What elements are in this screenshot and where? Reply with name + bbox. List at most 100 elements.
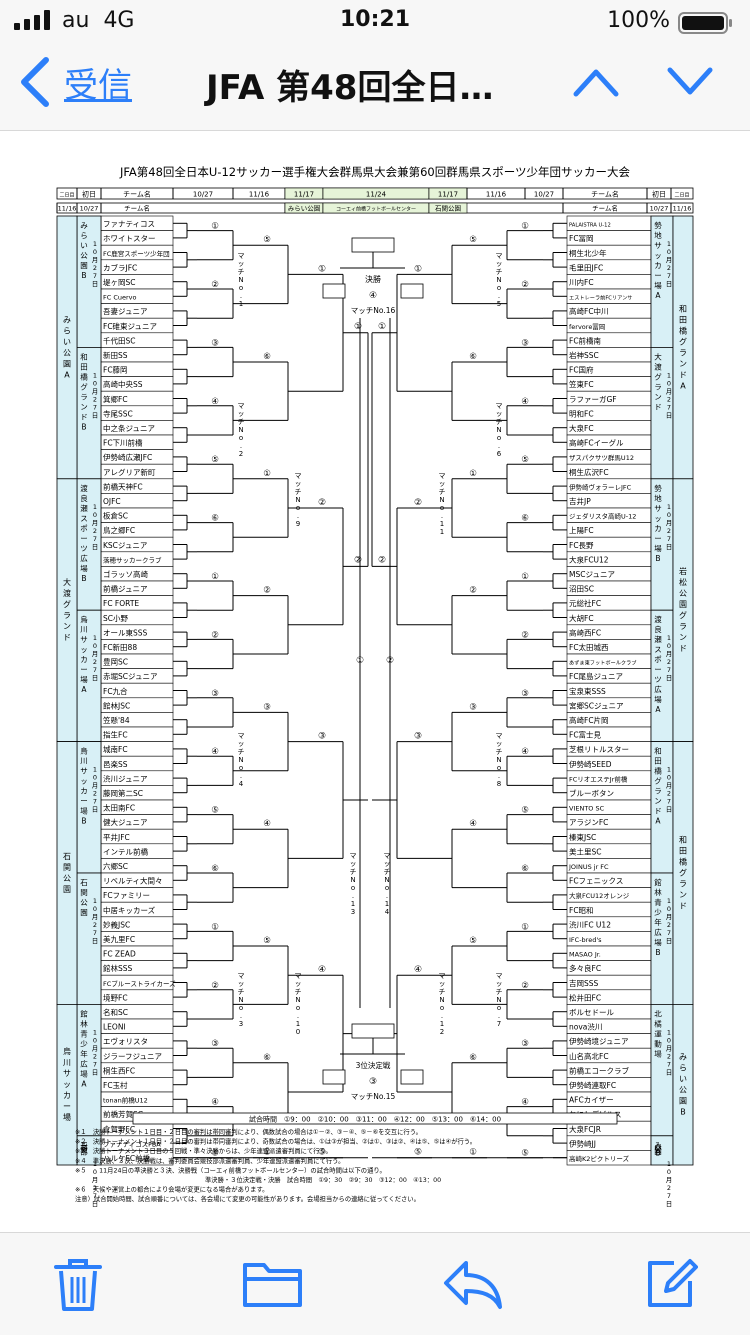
previous-message-icon[interactable] [572, 66, 620, 98]
venue-outer-char: 大 [63, 577, 71, 587]
venue-char: サ [654, 504, 662, 513]
match-label-char: N [295, 996, 300, 1004]
match-label-char: N [439, 496, 444, 504]
team-name: 大胡FC [569, 613, 594, 623]
trash-icon[interactable] [52, 1257, 104, 1313]
team-name: 六郷SC [103, 861, 128, 871]
match-label-char: チ [238, 748, 245, 756]
venue-char: 石 [80, 878, 88, 887]
venue-date-char: 7 [667, 1192, 671, 1200]
venue-date-char: 2 [93, 395, 97, 403]
venue-char: 部 [80, 1147, 88, 1157]
round-marker: ⑤ [211, 1149, 219, 1159]
venue-date-char: 1 [93, 371, 97, 379]
venue-outer-cell [672, 1004, 694, 1166]
team-name: 高崎FCイーグル [569, 438, 624, 448]
venue-date-char: 2 [93, 658, 97, 666]
team-name: 芝根リトルスター [569, 744, 629, 754]
back-chevron-icon[interactable] [16, 52, 56, 112]
venue-date-char: 月 [666, 913, 673, 921]
venue-char: 烏 [80, 746, 88, 756]
match-label-char: 3 [351, 908, 355, 916]
next-message-icon[interactable] [666, 66, 714, 98]
venue-outer-char: 場 [63, 1112, 71, 1122]
match-label-char: マ [295, 972, 302, 980]
folder-icon[interactable] [242, 1257, 304, 1309]
venue-outer-char: サ [63, 1069, 71, 1078]
round-marker: ⑤ [263, 235, 271, 245]
venue-date-char: 7 [93, 798, 97, 806]
venue-char: い [654, 1144, 662, 1153]
team-name: オール東SSS [103, 627, 148, 637]
venue-char: 林 [654, 887, 662, 897]
venue-outer-char: グ [679, 610, 687, 620]
match-label-char: N [496, 276, 501, 284]
match-label-char: 1 [239, 300, 243, 308]
venue-date-char: 月 [92, 256, 99, 264]
team-name: 山名高北FC [569, 1051, 609, 1061]
venue-date-char: 0 [93, 248, 97, 256]
venue-date-char: 0 [93, 379, 97, 387]
round-marker: ② [521, 630, 529, 640]
venue-char: 広 [80, 1058, 88, 1068]
venue-char: 地 [654, 230, 662, 240]
venue-date-char: 日 [666, 1068, 673, 1076]
team-name: 笠懸'84 [103, 715, 130, 725]
venue-char: ド [654, 402, 662, 411]
team-name: ブルーボタン [569, 788, 614, 798]
team-name: 箕郷FC [103, 394, 128, 404]
venue-char: ス [654, 645, 662, 654]
venue-char: ン [654, 797, 662, 806]
team-name: FC九合 [103, 686, 128, 696]
round-marker: ① [318, 264, 326, 274]
venue-char: グ [654, 371, 662, 381]
round-marker: ② [211, 280, 219, 290]
venue-char: 青 [654, 897, 662, 907]
venue-date-char: 7 [667, 1060, 671, 1068]
venue-date-char: 日 [92, 280, 99, 288]
team-name: 健大ジュニア [103, 817, 147, 827]
venue-outer-char: グ [63, 599, 71, 609]
venue-char: B [655, 948, 660, 957]
compose-icon[interactable] [644, 1257, 698, 1311]
back-to-inbox-link[interactable]: 受信 [64, 66, 132, 106]
venue-outer-cell [56, 478, 78, 742]
team-name: 美九里FC [103, 934, 135, 944]
venue-char: 川 [80, 625, 88, 634]
round-marker: ⑥ [211, 514, 219, 524]
team-name: 妙義JSC [103, 919, 130, 929]
round-marker: ① [521, 222, 529, 232]
team-name: リベルティ大間々 [103, 876, 163, 886]
team-name: FC Cuervo [103, 294, 137, 302]
venue-outer-cell [672, 478, 694, 742]
venue-date-char: 1 [667, 634, 671, 642]
team-name: ゴラッソ高崎 [103, 569, 148, 579]
venue-date-char: 日 [666, 806, 673, 814]
header-cell: 初日 [82, 190, 96, 199]
match-label-char: o [296, 1004, 300, 1012]
round-marker: ④ [211, 397, 219, 407]
venue-char: 場 [654, 280, 662, 290]
venue-char: 広 [80, 553, 88, 563]
venue-date-char: 0 [667, 379, 671, 387]
venue-date-char: 月 [92, 387, 99, 395]
reply-icon[interactable] [442, 1257, 504, 1311]
team-name: FC FORTE [103, 599, 139, 608]
venue-date-char: 2 [93, 921, 97, 929]
venue-char: 村 [80, 1142, 88, 1152]
venue-date-char: 2 [93, 264, 97, 272]
venue-char: 園 [80, 908, 88, 917]
team-name: 伊勢崎ヴォラーレJFC [569, 482, 632, 491]
venue-date-char: 日 [92, 806, 99, 814]
venue-date-char: 1 [667, 766, 671, 774]
attachment-bracket-document[interactable]: JFA第48回全日本U-12サッカー選手権大会群馬県大会兼第60回群馬県スポーツ… [55, 158, 695, 1208]
venue-date-char: 月 [666, 1044, 673, 1052]
team-name: 岩神SSC [569, 350, 599, 360]
venue-date-char: 7 [93, 1192, 97, 1200]
venue-char: ン [80, 402, 88, 411]
team-name: 元総社FC [569, 598, 601, 608]
round-marker: ③ [318, 732, 326, 742]
venue-char: 田 [654, 757, 662, 766]
signal-icon [14, 10, 50, 30]
team-name: SC小野 [103, 614, 128, 623]
